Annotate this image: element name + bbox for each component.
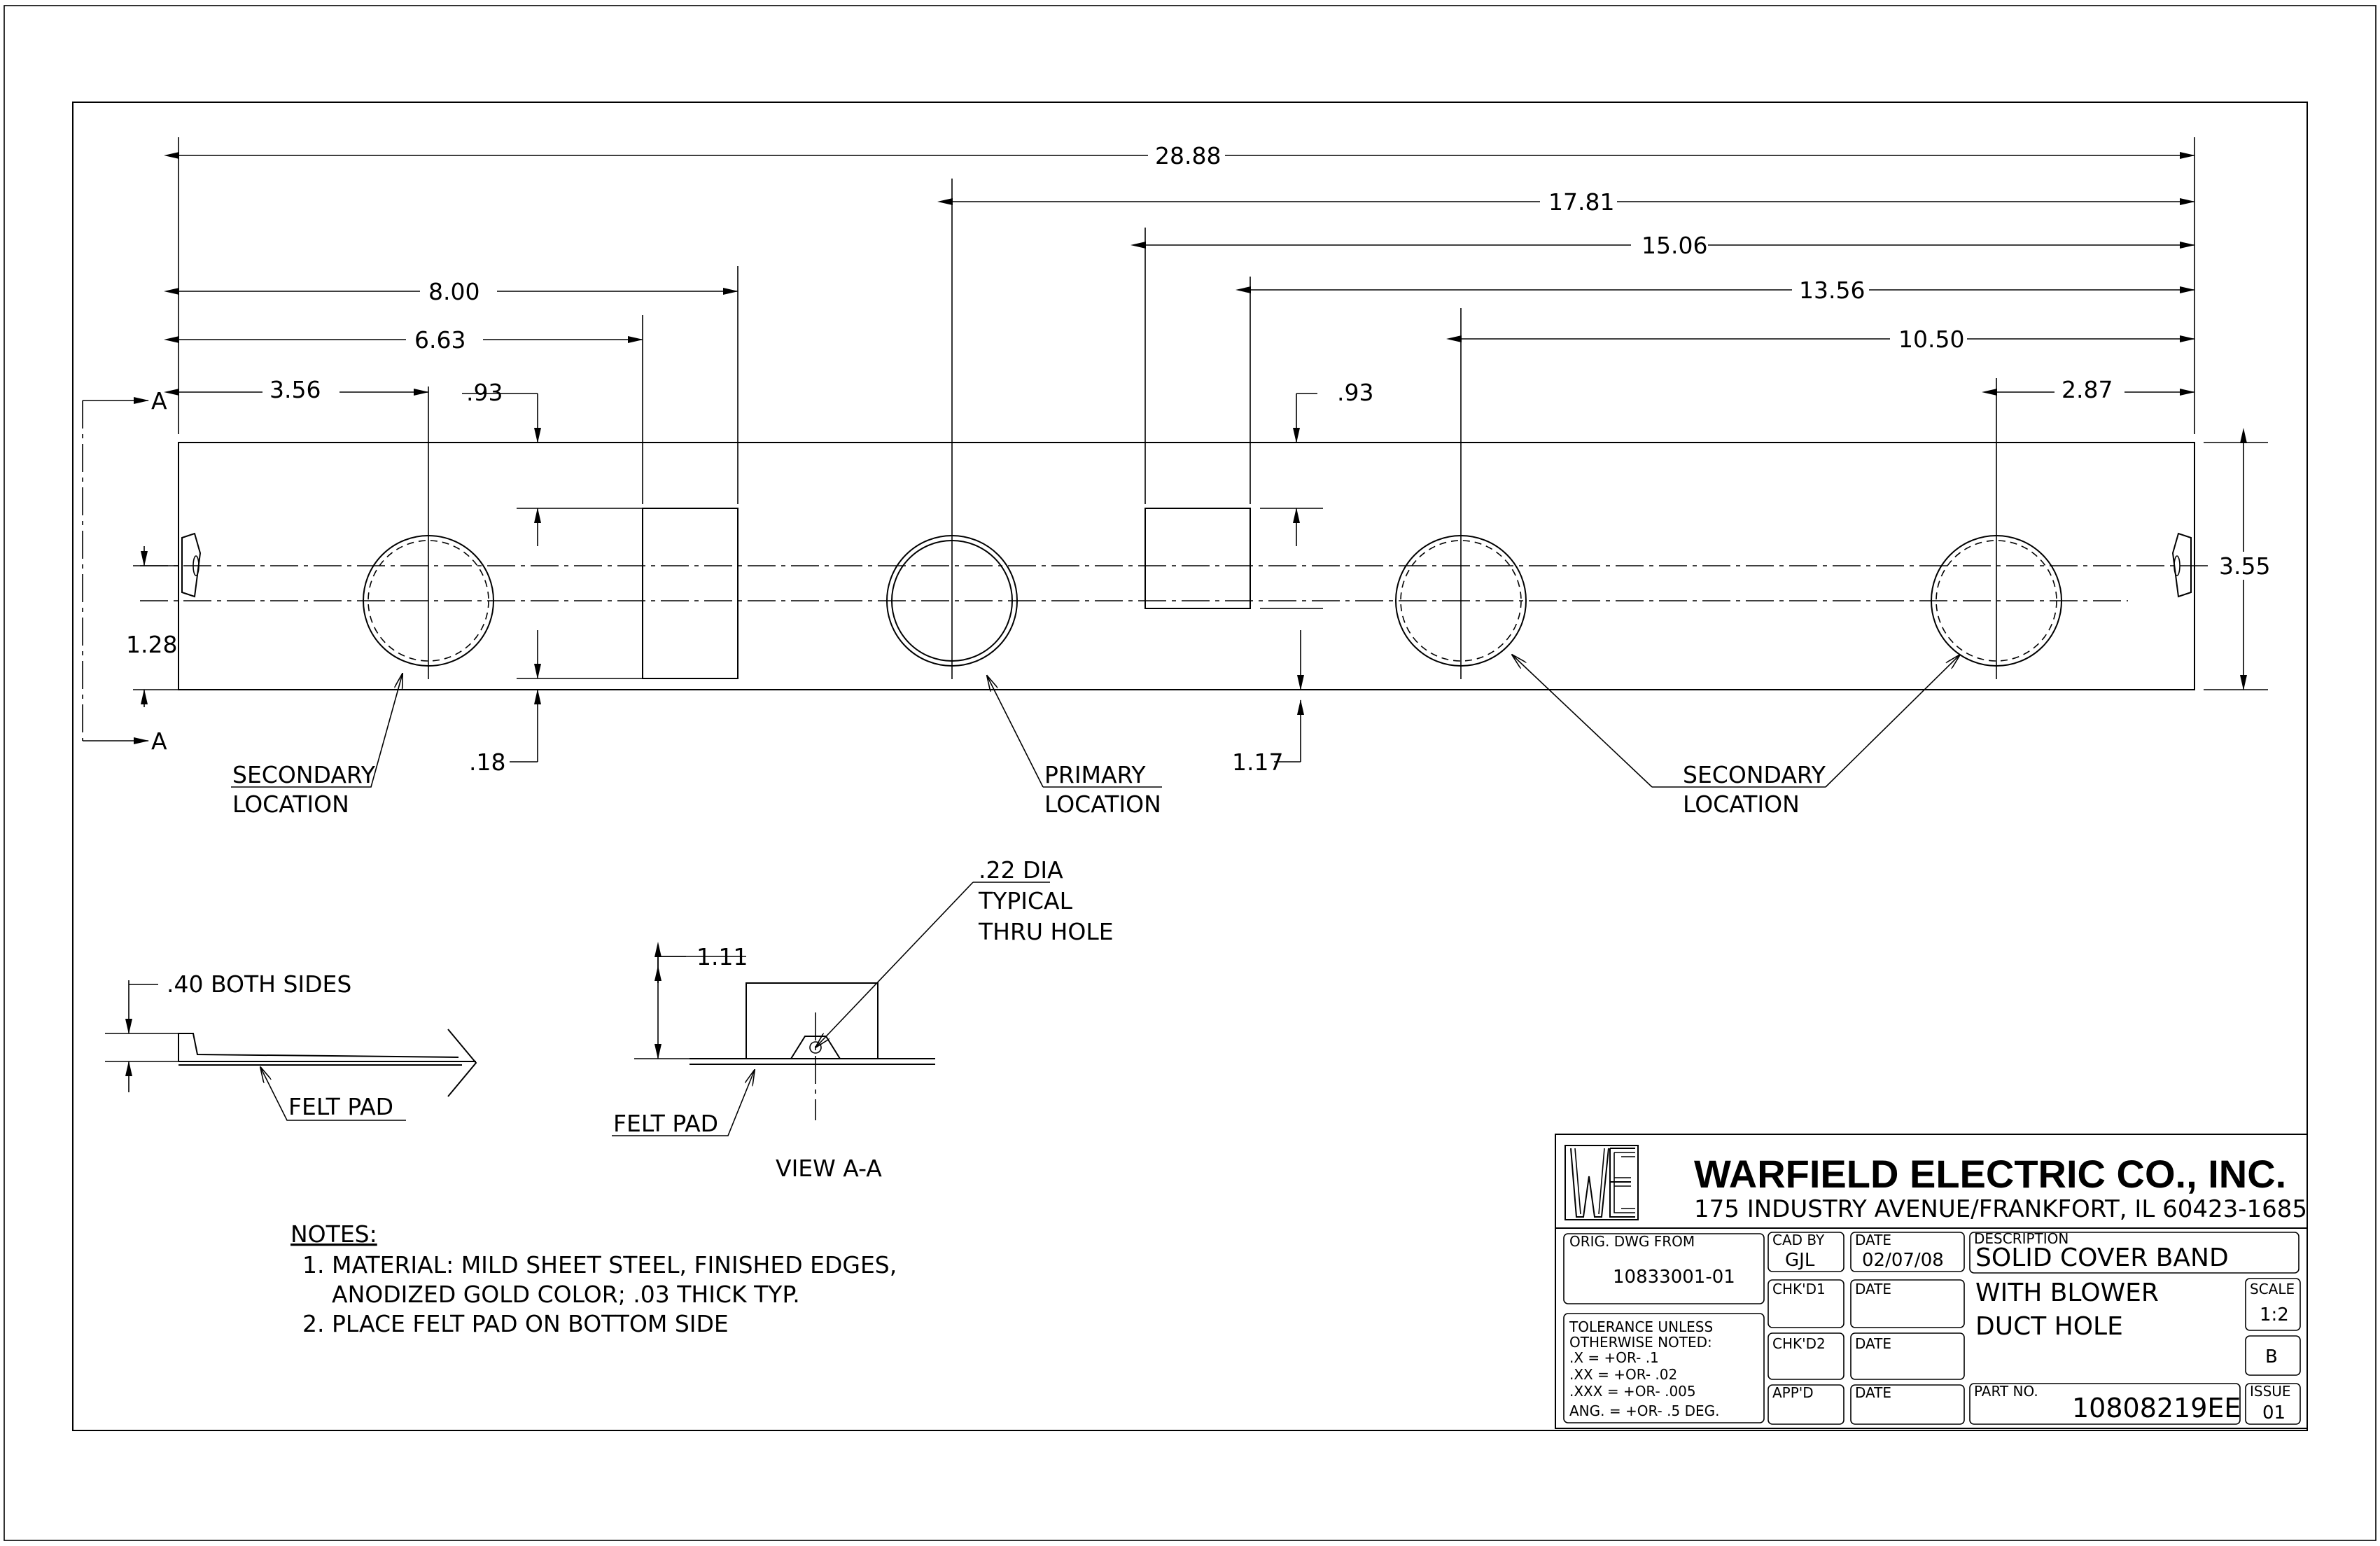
label-primary: PRIMARY (1044, 761, 1146, 788)
label-location-left: LOCATION (232, 791, 349, 818)
description-line-1: SOLID COVER BAND (1975, 1244, 2229, 1272)
left-end-slot (181, 532, 202, 598)
label-location-primary: LOCATION (1044, 791, 1161, 818)
section-mark-bottom: A (151, 727, 167, 755)
orig-dwg-label: ORIG. DWG FROM (1569, 1233, 1695, 1250)
dim-6-63: 6.63 (414, 326, 465, 354)
view-a-a: 1.11 .22 DIA TYPICAL THRU HOLE FELT PAD … (612, 856, 1114, 1182)
label-felt-pad-1: FELT PAD (288, 1093, 393, 1120)
company-address: 175 INDUSTRY AVENUE/FRANKFORT, IL 60423-… (1694, 1195, 2307, 1223)
company-name: WARFIELD ELECTRIC CO., INC. (1694, 1152, 2286, 1196)
date-value: 02/07/08 (1862, 1250, 1944, 1271)
description-label: DESCRIPTION (1974, 1230, 2068, 1247)
description-line-3: DUCT HOLE (1975, 1312, 2123, 1341)
notes-heading: NOTES: (290, 1220, 377, 1248)
dim-13-56: 13.56 (1799, 277, 1865, 304)
secondary-location-hole-2 (1395, 308, 1527, 679)
dim-bottom-offset-left: .18 (469, 748, 505, 776)
tolerance-line-2: OTHERWISE NOTED: (1569, 1334, 1712, 1351)
dim-flange-height: 1.11 (696, 943, 748, 970)
cutout-rect-left (642, 508, 738, 679)
tolerance-line-5: .XXX = +OR- .005 (1569, 1383, 1696, 1400)
label-hole-typical: TYPICAL (978, 887, 1073, 914)
label-secondary-left: SECONDARY (232, 761, 376, 788)
label-hole-dia: .22 DIA (979, 856, 1063, 884)
issue-label: ISSUE (2250, 1383, 2291, 1400)
outer-border (4, 5, 2376, 1541)
company-logo (1564, 1145, 1639, 1220)
dim-17-81: 17.81 (1548, 188, 1614, 216)
plan-view: 28.88 17.81 15.06 13.56 10.50 2.87 8.00 … (82, 137, 2275, 818)
date-label-2: DATE (1855, 1281, 1891, 1297)
notes-line-1: 1. MATERIAL: MILD SHEET STEEL, FINISHED … (302, 1251, 897, 1279)
cad-by-label: CAD BY (1772, 1232, 1825, 1248)
label-hole-thru: THRU HOLE (978, 918, 1114, 945)
dim-3-56: 3.56 (270, 376, 321, 403)
dim-height: 3.55 (2219, 552, 2270, 580)
description-line-2: WITH BLOWER (1975, 1279, 2159, 1307)
title-block: WARFIELD ELECTRIC CO., INC. 175 INDUSTRY… (1555, 1134, 2308, 1429)
issue-value: 01 (2262, 1402, 2286, 1423)
secondary-location-hole-3 (1931, 378, 2062, 679)
cutout-rect-right (1144, 508, 1251, 609)
dim-2-87: 2.87 (2062, 376, 2113, 403)
dim-bottom-offset-right: 1.17 (1232, 748, 1283, 776)
notes-line-2: ANODIZED GOLD COLOR; .03 THICK TYP. (332, 1281, 800, 1308)
chkd2-label: CHK'D2 (1772, 1335, 1826, 1352)
cad-by-value: GJL (1785, 1250, 1815, 1271)
date-label-3: DATE (1855, 1335, 1891, 1352)
scale-label: SCALE (2250, 1281, 2295, 1297)
orig-dwg-value: 10833001-01 (1613, 1267, 1735, 1288)
dim-8-00: 8.00 (428, 278, 479, 305)
appd-label: APP'D (1772, 1384, 1814, 1401)
section-mark-top: A (151, 387, 167, 415)
part-no-label: PART NO. (1974, 1383, 2038, 1400)
label-location-right: LOCATION (1683, 791, 1800, 818)
tolerance-line-3: .X = +OR- .1 (1569, 1349, 1659, 1366)
dim-top-offset-left: .93 (466, 379, 503, 406)
date-label-4: DATE (1855, 1384, 1891, 1401)
dim-15-06: 15.06 (1642, 232, 1707, 259)
secondary-location-hole-1 (363, 386, 494, 679)
chkd1-label: CHK'D1 (1772, 1281, 1826, 1297)
felt-pad-detail: .40 BOTH SIDES FELT PAD (105, 970, 477, 1121)
date-label-1: DATE (1855, 1232, 1891, 1248)
dim-28-88: 28.88 (1155, 142, 1221, 169)
dim-top-offset-right: .93 (1337, 379, 1373, 406)
dim-felt-thickness: .40 BOTH SIDES (167, 970, 351, 998)
tolerance-line-6: ANG. = +OR- .5 DEG. (1569, 1402, 1719, 1419)
dim-10-50: 10.50 (1898, 326, 1964, 353)
notes-line-3: 2. PLACE FELT PAD ON BOTTOM SIDE (302, 1310, 729, 1337)
part-no-value: 10808219EE (2072, 1393, 2241, 1423)
drawing-frame (72, 102, 2308, 1431)
notes: NOTES: 1. MATERIAL: MILD SHEET STEEL, FI… (290, 1220, 897, 1337)
right-end-slot (2171, 532, 2192, 598)
tolerance-line-1: TOLERANCE UNLESS (1569, 1318, 1713, 1335)
tolerance-line-4: .XX = +OR- .02 (1569, 1366, 1677, 1383)
primary-location-hole (886, 179, 1018, 679)
label-felt-pad-2: FELT PAD (613, 1110, 718, 1137)
size-value: B (2265, 1346, 2278, 1367)
label-view-a-a: VIEW A-A (776, 1155, 882, 1182)
label-secondary-right: SECONDARY (1683, 761, 1826, 788)
dim-centerline-height: 1.28 (126, 631, 177, 658)
scale-value: 1:2 (2260, 1304, 2289, 1325)
